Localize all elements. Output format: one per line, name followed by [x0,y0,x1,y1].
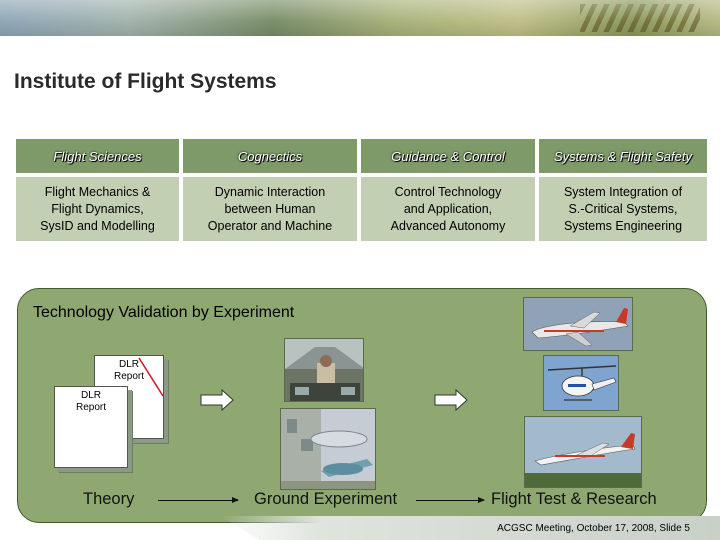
stage-connector [158,497,239,503]
stage-flight-test-research: Flight Test & Research [491,490,657,508]
research-aircraft-photo [523,297,633,351]
airliner-photo [524,416,642,488]
column-header-cognectics: Cognectics [183,139,357,173]
simulator-cockpit-photo [284,338,364,402]
dlr-report-front: DLR Report [54,386,128,468]
column-desc-flight-sciences: Flight Mechanics &Flight Dynamics,SysID … [16,177,179,241]
column-header-systems-flight-safety: Systems & Flight Safety [539,139,707,173]
slide-footer: ACGSC Meeting, October 17, 2008, Slide 5 [497,523,690,534]
column-header-guidance-control: Guidance & Control [361,139,535,173]
stage-theory: Theory [83,490,135,508]
strike-line-icon [138,357,164,397]
helicopter-photo [543,355,619,411]
banner-decoration [580,4,700,32]
validation-panel-title: Technology Validation by Experiment [33,304,295,321]
header-banner [0,0,720,36]
right-arrow-icon [434,389,468,411]
stage-connector [416,497,485,503]
column-header-flight-sciences: Flight Sciences [16,139,179,173]
stage-ground-experiment: Ground Experiment [254,490,398,508]
slide-title: Institute of Flight Systems [14,70,277,93]
right-arrow-icon [200,389,234,411]
wind-tunnel-photo [280,408,376,490]
footer-swoosh [220,516,720,540]
